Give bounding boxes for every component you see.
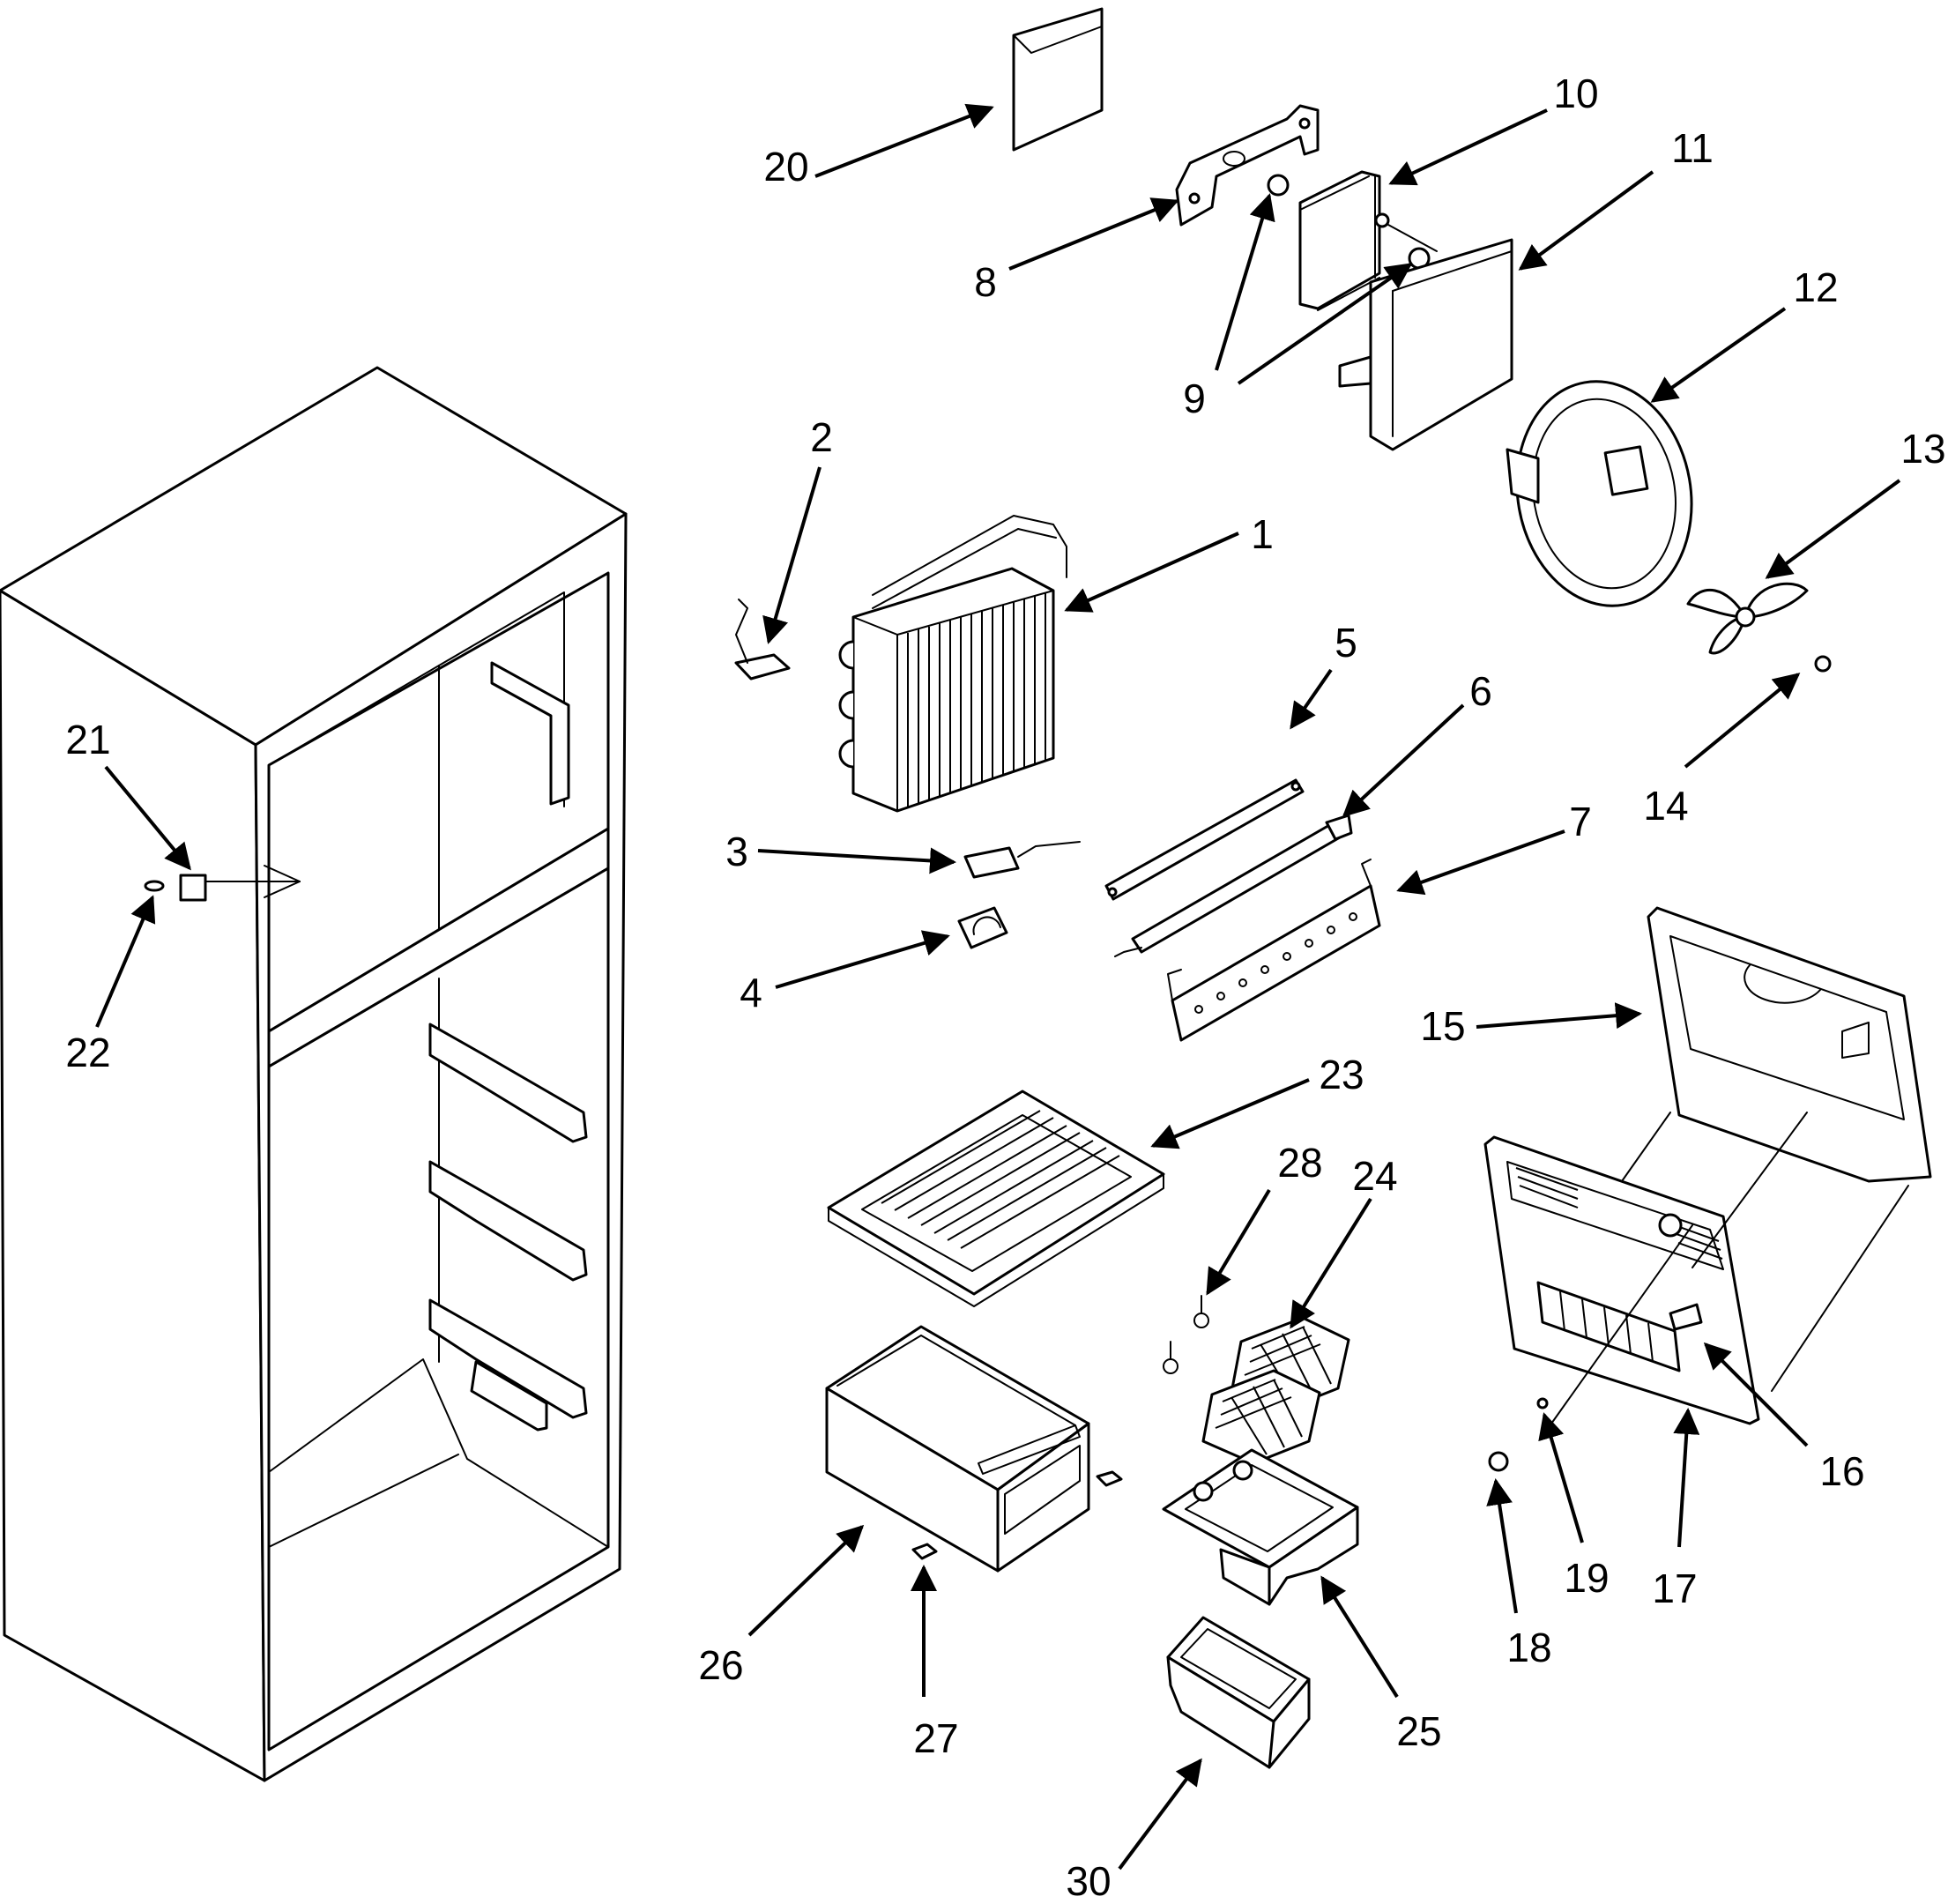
callout-13: 13: [1900, 426, 1945, 472]
screw-part-9a: [1267, 174, 1290, 197]
callout-15: 15: [1420, 1003, 1465, 1049]
retainer-part-19: [1536, 1397, 1549, 1409]
callout-12: 12: [1793, 264, 1838, 310]
air-duct-panel-part-16: [1483, 1112, 1909, 1425]
callout-20: 20: [763, 144, 808, 190]
callout-28: 28: [1277, 1140, 1322, 1186]
callout-19: 19: [1564, 1555, 1609, 1601]
callout-22: 22: [65, 1030, 110, 1075]
callout-5: 5: [1335, 620, 1357, 666]
callout-9: 9: [1183, 376, 1206, 421]
screw-part-26b: [1096, 1470, 1123, 1487]
sensor-part-2: [734, 599, 791, 681]
screw-part-27: [911, 1543, 938, 1560]
ice-tray-part-24: [1201, 1316, 1350, 1465]
callout-7: 7: [1569, 799, 1592, 844]
crisper-drawer-part-26: [825, 1325, 1090, 1573]
nut-part-14: [1814, 655, 1832, 673]
callout-23: 23: [1319, 1052, 1364, 1097]
callout-21: 21: [65, 717, 110, 762]
housing-part-20: [1012, 7, 1104, 152]
cover-part-11: [1338, 238, 1513, 451]
fan-blade-part-13: [1686, 582, 1809, 655]
screw-part-18: [1488, 1451, 1509, 1472]
callout-16: 16: [1819, 1448, 1864, 1494]
bail-part-28: [1163, 1295, 1209, 1374]
heater-bracket-part-7: [1167, 859, 1381, 1042]
control-part-10: [1298, 170, 1438, 311]
bucket-part-30: [1166, 1616, 1311, 1769]
refrigerator-cabinet: [0, 366, 628, 1782]
callout-18: 18: [1506, 1625, 1551, 1670]
evaporator-cover-part-15: [1647, 906, 1932, 1183]
callout-1: 1: [1251, 511, 1274, 557]
cabinet-clip-part-21: [179, 865, 301, 902]
screw-part-22: [144, 880, 165, 892]
callout-labels: 1 2 3 4 5 6 7 8 9 10 11 12 13 14 15 16 1…: [65, 71, 1945, 1904]
callout-25: 25: [1396, 1708, 1441, 1754]
heater-part-6: [1114, 814, 1353, 957]
callout-27: 27: [913, 1715, 958, 1761]
fan-shroud-part-12: [1506, 380, 1693, 607]
heater-channel-part-5: [1104, 778, 1305, 901]
callout-4: 4: [740, 970, 762, 1015]
clip-part-4: [957, 906, 1008, 949]
callout-3: 3: [725, 829, 748, 874]
leader-lines: [95, 103, 1901, 1871]
callout-26: 26: [698, 1642, 743, 1688]
freezer-shelf-part-23: [827, 1090, 1165, 1307]
callout-14: 14: [1643, 783, 1688, 829]
evaporator-part-1: [838, 515, 1067, 813]
callout-17: 17: [1652, 1566, 1697, 1611]
bracket-part-8: [1175, 104, 1320, 227]
callout-30: 30: [1066, 1858, 1111, 1904]
ice-bin-part-25: [1162, 1448, 1359, 1606]
callout-24: 24: [1352, 1153, 1397, 1199]
thermistor-part-3: [963, 841, 1081, 879]
callout-10: 10: [1553, 71, 1598, 116]
callout-2: 2: [810, 414, 833, 460]
callout-11: 11: [1671, 125, 1714, 171]
callout-6: 6: [1469, 668, 1492, 714]
callout-8: 8: [974, 259, 997, 305]
